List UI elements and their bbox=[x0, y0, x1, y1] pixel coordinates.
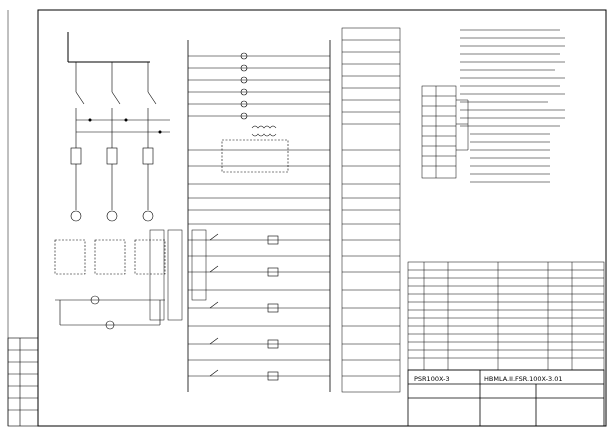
drawing-number-left: PSR100X-3 bbox=[414, 375, 450, 383]
drawing-number-right: HBMLA.II.FSR.100X-3.01 bbox=[484, 375, 562, 383]
branch-1 bbox=[70, 62, 85, 222]
primary-circuit bbox=[67, 32, 170, 222]
control-transformer bbox=[251, 125, 277, 137]
relay-contacts bbox=[209, 233, 279, 381]
title-block bbox=[407, 369, 605, 427]
vertical-label-columns bbox=[149, 229, 207, 321]
notes-block bbox=[460, 29, 565, 183]
control-circuit bbox=[187, 40, 331, 392]
drawing-border bbox=[37, 9, 607, 427]
terminal-strip bbox=[421, 85, 469, 179]
branch-2 bbox=[106, 62, 121, 222]
controller-box bbox=[221, 139, 289, 173]
function-label-table bbox=[341, 27, 401, 393]
auxiliary-connections bbox=[55, 295, 165, 330]
indicator-lamps bbox=[240, 52, 248, 120]
left-revision-strip bbox=[7, 337, 39, 427]
branch-3 bbox=[142, 62, 157, 222]
bill-of-materials bbox=[407, 261, 605, 371]
auxiliary-boxes bbox=[54, 239, 166, 275]
